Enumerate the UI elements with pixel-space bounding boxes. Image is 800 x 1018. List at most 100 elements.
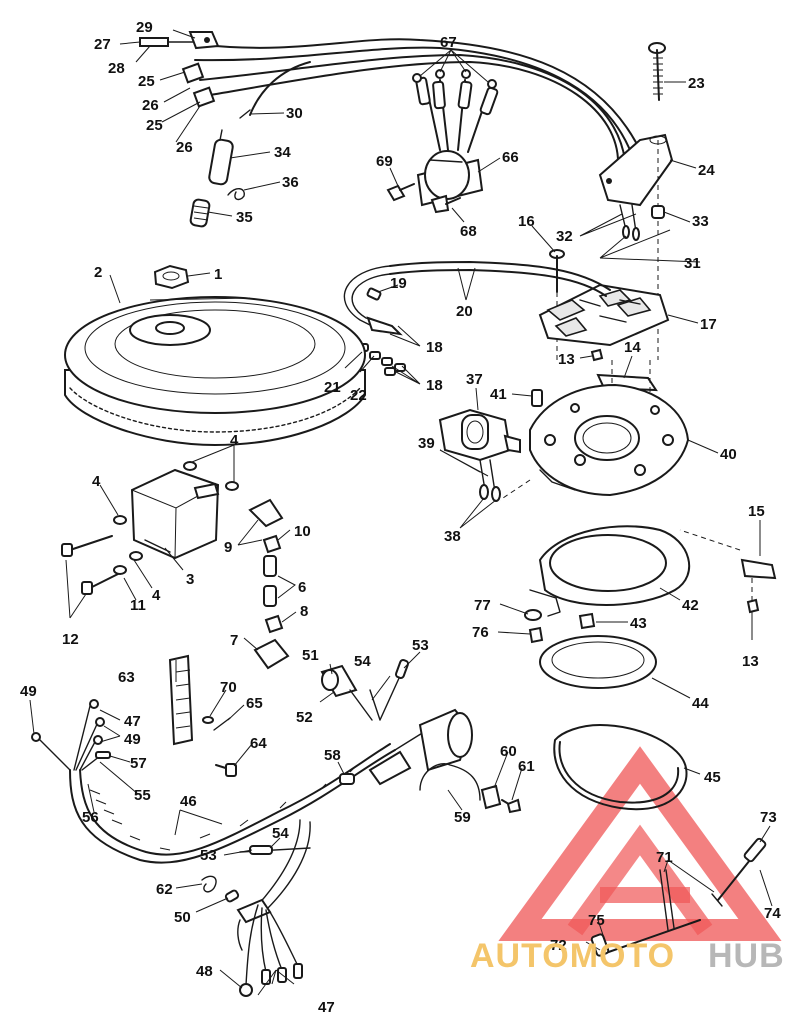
- callout-59: 59: [454, 809, 471, 826]
- screw-76: [528, 626, 544, 644]
- callout-40: 40: [720, 446, 737, 463]
- callout-4a: 4: [230, 432, 239, 449]
- callout-51: 51: [302, 647, 319, 664]
- callout-49b: 49: [124, 731, 141, 748]
- flywheel-2: [64, 296, 366, 447]
- callout-7: 7: [230, 632, 238, 649]
- callout-17: 17: [700, 316, 717, 333]
- screw-12b: [81, 571, 123, 595]
- callout-46: 46: [180, 793, 197, 810]
- connector-58: [339, 773, 355, 785]
- callout-56: 56: [82, 809, 99, 826]
- clip-60-61: [480, 784, 522, 814]
- callout-13a: 13: [558, 351, 575, 368]
- screw-23: [648, 42, 666, 101]
- gasket-42: [529, 525, 691, 617]
- callout-1: 1: [214, 266, 222, 283]
- callout-64: 64: [250, 735, 267, 752]
- leads-47-49-upper: [31, 699, 111, 771]
- callout-4c: 4: [152, 587, 161, 604]
- callout-25b: 25: [146, 117, 163, 134]
- clip-59: [419, 763, 481, 801]
- nut-8: [264, 614, 284, 634]
- callout-2: 2: [94, 264, 102, 281]
- callout-57: 57: [130, 755, 147, 772]
- callout-67: 67: [440, 34, 457, 51]
- screw-13-lower: [746, 598, 760, 614]
- callout-26b: 26: [176, 139, 193, 156]
- connector-51-52: [320, 664, 373, 721]
- callout-28: 28: [108, 60, 125, 77]
- callout-62: 62: [156, 881, 173, 898]
- callout-66: 66: [502, 149, 519, 166]
- callout-18a: 18: [426, 339, 443, 356]
- callout-23: 23: [688, 75, 705, 92]
- retainer-44: [539, 635, 657, 689]
- callout-42: 42: [682, 597, 699, 614]
- callout-29: 29: [136, 19, 153, 36]
- callout-leaders: [29, 29, 773, 996]
- stator-plate-40: [499, 383, 690, 501]
- callout-45: 45: [704, 769, 721, 786]
- callout-50: 50: [174, 909, 191, 926]
- fuse-35: [189, 198, 211, 228]
- screw-70-65: [202, 716, 231, 731]
- callout-41: 41: [490, 386, 507, 403]
- clip-62: [201, 875, 217, 893]
- callout-19: 19: [390, 275, 407, 292]
- callout-12: 12: [62, 631, 79, 648]
- callout-24: 24: [698, 162, 715, 179]
- solenoid-leads-67: [412, 69, 499, 153]
- callout-39: 39: [418, 435, 435, 452]
- washer-11: [113, 565, 127, 575]
- terminal-19: [366, 287, 382, 301]
- callout-70: 70: [220, 679, 237, 696]
- callout-76: 76: [472, 624, 489, 641]
- washers-4: [113, 461, 239, 561]
- nut-1: [153, 264, 190, 290]
- upper-wire-bundle: [139, 31, 641, 166]
- callout-47b: 47: [318, 999, 335, 1016]
- callout-36: 36: [282, 174, 299, 191]
- stator-wire-20: [343, 261, 611, 336]
- callout-49a: 49: [20, 683, 37, 700]
- callout-55: 55: [134, 787, 151, 804]
- callout-30: 30: [286, 105, 303, 122]
- solenoid-66: [416, 150, 484, 207]
- callout-54b: 54: [272, 825, 289, 842]
- callout-labels: 1 2 3 4 4 4 6 7 8 9 10 11 12 13 13 14 15…: [20, 19, 781, 1016]
- boot-9: [248, 498, 284, 528]
- spacer-6: [263, 555, 277, 607]
- screw-43: [578, 612, 596, 630]
- ring-45: [553, 724, 688, 811]
- callout-72: 72: [550, 937, 567, 954]
- callout-34: 34: [274, 144, 291, 161]
- screw-77: [524, 609, 542, 621]
- callout-61: 61: [518, 758, 535, 775]
- key-switch-assembly: [368, 708, 473, 786]
- callout-43: 43: [630, 615, 647, 632]
- terminals-31-32: [619, 204, 640, 241]
- callout-54a: 54: [354, 653, 371, 670]
- callout-60: 60: [500, 743, 517, 760]
- callout-65: 65: [246, 695, 263, 712]
- callout-9: 9: [224, 539, 232, 556]
- callout-75: 75: [588, 912, 605, 929]
- screw-41: [531, 389, 543, 407]
- screw-64: [215, 763, 237, 777]
- callout-47a: 47: [124, 713, 141, 730]
- callout-73: 73: [760, 809, 777, 826]
- bushing-33: [651, 205, 665, 219]
- leads-53-54-upper: [369, 659, 409, 721]
- callout-31: 31: [684, 255, 701, 272]
- coil-37: [438, 408, 521, 493]
- callout-21: 21: [324, 379, 341, 396]
- callout-74: 74: [764, 905, 781, 922]
- callout-27: 27: [94, 36, 111, 53]
- power-pack-3: [130, 468, 220, 560]
- callout-69: 69: [376, 153, 393, 170]
- callout-25a: 25: [138, 73, 155, 90]
- callout-32: 32: [556, 228, 573, 245]
